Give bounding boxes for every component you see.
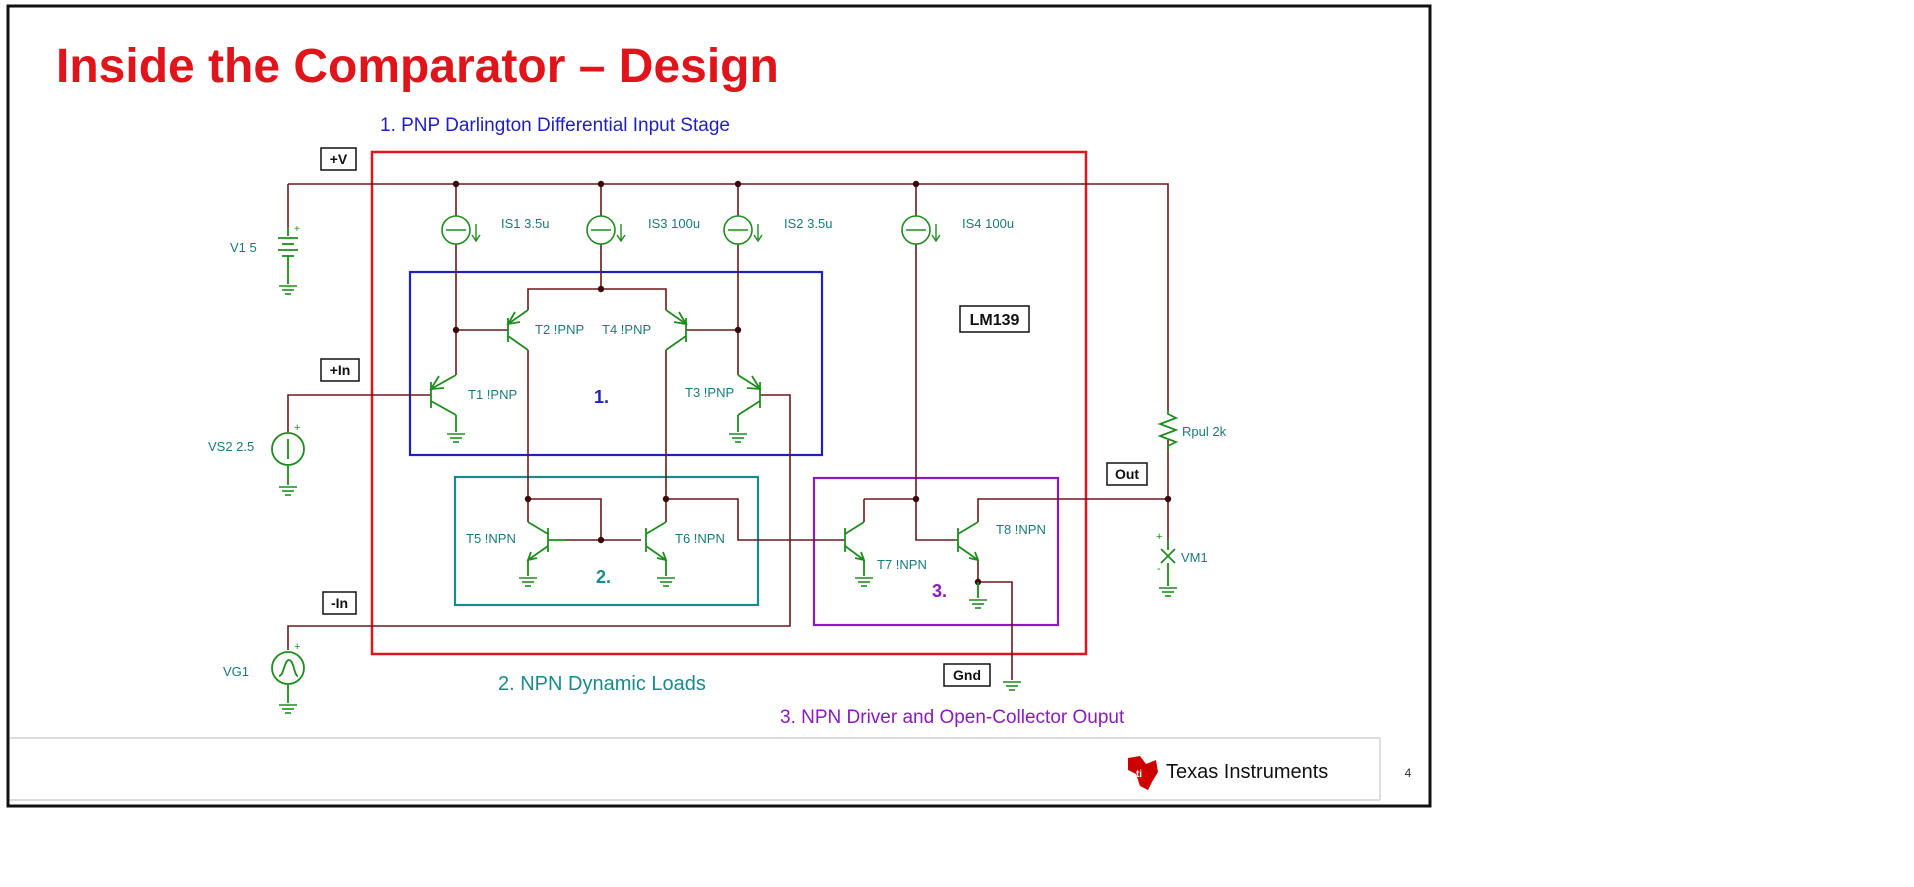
svg-text:Out: Out <box>1115 466 1139 482</box>
junction-dots <box>452 180 1172 586</box>
rpul-resistor-icon <box>1157 410 1179 450</box>
t1-transistor-icon <box>429 374 457 432</box>
t4-transistor-icon <box>665 309 688 351</box>
svg-text:+: + <box>294 641 300 653</box>
port-in-plus: +In <box>320 358 360 382</box>
chip-label: LM139 <box>959 305 1030 333</box>
stage3-box <box>812 476 1060 627</box>
svg-text:+In: +In <box>330 362 351 378</box>
svg-text:+: + <box>294 422 300 434</box>
t2-label: T2 !PNP <box>535 322 584 337</box>
vs2-source-icon <box>271 432 305 485</box>
svg-text:LM139: LM139 <box>970 312 1020 329</box>
svg-text:Gnd: Gnd <box>953 667 981 683</box>
t2-transistor-icon <box>506 309 529 351</box>
slide-title: Inside the Comparator – Design <box>56 40 779 93</box>
t3-transistor-icon <box>737 374 762 432</box>
page-number: 4 <box>1405 766 1412 780</box>
is1-label: IS1 3.5u <box>501 216 549 231</box>
svg-text:-: - <box>1157 563 1161 575</box>
t4-label: T4 !PNP <box>602 322 651 337</box>
t5-label: T5 !NPN <box>466 531 516 546</box>
stage2-marker: 2. <box>596 567 611 587</box>
stage2-caption: 2. NPN Dynamic Loads <box>498 673 706 695</box>
vg1-label: VG1 <box>223 664 249 679</box>
t1-label: T1 !PNP <box>468 387 517 402</box>
vm1-label: VM1 <box>1181 550 1208 565</box>
vm1-meter-icon <box>1160 540 1176 586</box>
ti-logo-icon: ti <box>1128 756 1158 790</box>
stage1-caption: 1. PNP Darlington Differential Input Sta… <box>380 115 730 136</box>
svg-text:+V: +V <box>330 151 348 167</box>
t6-transistor-icon <box>645 521 668 576</box>
v1-label: V1 5 <box>230 240 257 255</box>
comparator-boundary-box <box>370 150 1088 656</box>
t8-label: T8 !NPN <box>996 522 1046 537</box>
is2-label: IS2 3.5u <box>784 216 832 231</box>
t5-transistor-icon <box>526 521 566 576</box>
stage3-marker: 3. <box>932 581 947 601</box>
rpul-label: Rpul 2k <box>1182 424 1227 439</box>
vs2-label: VS2 2.5 <box>208 439 254 454</box>
port-out: Out <box>1106 462 1148 486</box>
svg-text:+: + <box>294 224 300 235</box>
svg-text:-In: -In <box>331 595 348 611</box>
t7-label: T7 !NPN <box>877 557 927 572</box>
t8-transistor-icon <box>955 521 980 562</box>
is3-label: IS3 100u <box>648 216 700 231</box>
port-vplus: +V <box>320 147 357 171</box>
t6-label: T6 !NPN <box>675 531 725 546</box>
vg1-generator-icon <box>271 651 305 703</box>
v1-battery-icon <box>278 228 298 284</box>
slide-frame <box>6 4 1432 808</box>
port-gnd: Gnd <box>943 663 991 687</box>
t7-transistor-icon <box>844 521 866 576</box>
brand-name: Texas Instruments <box>1166 761 1328 783</box>
stage3-caption: 3. NPN Driver and Open-Collector Ouput <box>780 707 1125 728</box>
svg-text:+: + <box>1156 531 1162 543</box>
is4-label: IS4 100u <box>962 216 1014 231</box>
port-in-minus: -In <box>322 591 357 615</box>
t3-label: T3 !PNP <box>685 385 734 400</box>
svg-text:ti: ti <box>1136 769 1142 780</box>
stage1-box <box>408 270 824 457</box>
stage2-box <box>453 475 760 607</box>
stage1-marker: 1. <box>594 387 609 407</box>
